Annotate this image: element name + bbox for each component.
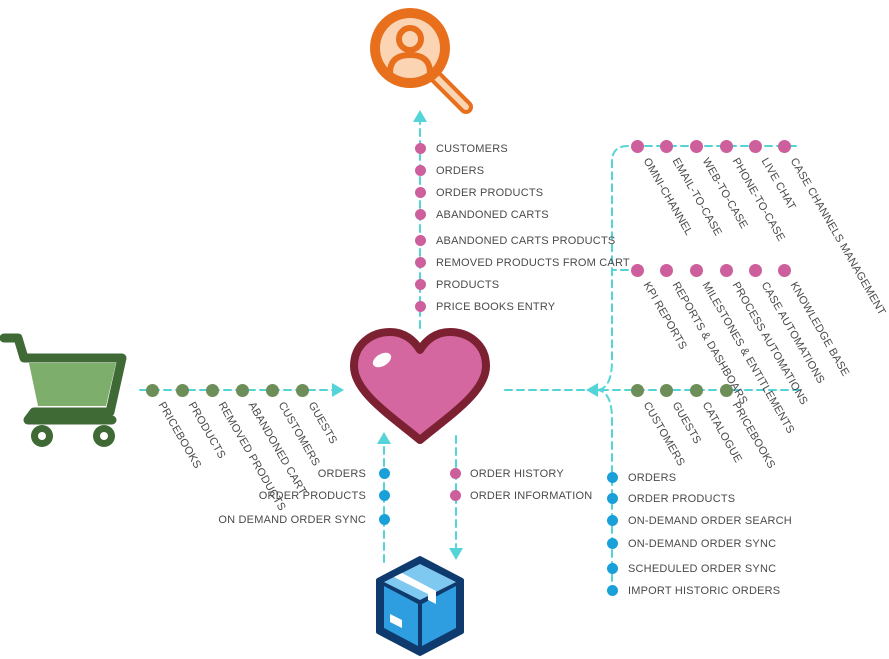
list-bullet [660, 264, 673, 277]
list-bullet [379, 490, 390, 501]
heart-icon [350, 328, 490, 444]
list-bullet [720, 140, 733, 153]
list-bullet [206, 384, 219, 397]
arrowhead-down-box [449, 548, 463, 560]
arrowhead-right-heart [332, 383, 344, 397]
list-bullet [379, 468, 390, 479]
list-bullet [607, 493, 618, 504]
list-bullet [778, 140, 791, 153]
top-list-item: Price Books Entry [436, 301, 556, 313]
list-bullet [720, 384, 733, 397]
list-bullet [415, 301, 426, 312]
list-bullet [631, 384, 644, 397]
list-bullet [415, 279, 426, 290]
list-bullet [631, 140, 644, 153]
shopping-cart-icon [0, 333, 127, 447]
arrowhead-left-heart [586, 383, 598, 397]
list-bullet [607, 538, 618, 549]
list-bullet [146, 384, 159, 397]
bottom-right-item: Import Historic Orders [628, 585, 781, 597]
list-bullet [266, 384, 279, 397]
list-bullet [379, 514, 390, 525]
top-list-item: Customers [436, 143, 508, 155]
bottom-right-item: Order Products [628, 493, 736, 505]
list-bullet [415, 235, 426, 246]
list-bullet [720, 264, 733, 277]
bottom-left-item: On Demand Order Sync [218, 514, 366, 526]
top-list-item: Abandoned Carts Products [436, 235, 616, 247]
list-bullet [296, 384, 309, 397]
list-bullet [749, 140, 762, 153]
list-bullet [415, 209, 426, 220]
connector-right-bracket-top [595, 145, 797, 391]
list-bullet [778, 264, 791, 277]
list-bullet [450, 468, 461, 479]
list-bullet [415, 165, 426, 176]
bottom-center-item: Order Information [470, 490, 593, 502]
top-list-item: Orders [436, 165, 485, 177]
list-bullet [607, 563, 618, 574]
list-bullet [690, 140, 703, 153]
list-bullet [631, 264, 644, 277]
bottom-left-item: Orders [317, 468, 366, 480]
bottom-right-item: On-Demand Order Search [628, 515, 792, 527]
list-bullet [660, 140, 673, 153]
list-bullet [690, 384, 703, 397]
arrowhead-up-customers [413, 110, 427, 122]
list-bullet [607, 515, 618, 526]
list-bullet [236, 384, 249, 397]
top-list-item: Products [436, 279, 500, 291]
list-bullet [607, 472, 618, 483]
user-search-icon [370, 8, 473, 114]
arrowheads [332, 110, 598, 560]
list-bullet [450, 490, 461, 501]
list-bullet [176, 384, 189, 397]
bottom-center-item: Order History [470, 468, 564, 480]
arrowhead-up-heart [377, 432, 391, 444]
bottom-left-item: Order Products [258, 490, 366, 502]
top-list-item: Removed Products From Cart [436, 257, 630, 269]
list-bullet [415, 257, 426, 268]
top-list-item: Order Products [436, 187, 544, 199]
top-list-item: Abandoned Carts [436, 209, 549, 221]
connector-right-bracket-bottom [595, 389, 613, 593]
package-box-icon [376, 556, 464, 656]
list-bullet [690, 264, 703, 277]
list-bullet [660, 384, 673, 397]
list-bullet [415, 143, 426, 154]
bottom-right-item: Scheduled Order Sync [628, 563, 777, 575]
list-bullet [607, 585, 618, 596]
list-bullet [415, 187, 426, 198]
list-bullet [749, 264, 762, 277]
bottom-right-item: Orders [628, 472, 677, 484]
bottom-right-item: On-Demand Order Sync [628, 538, 777, 550]
